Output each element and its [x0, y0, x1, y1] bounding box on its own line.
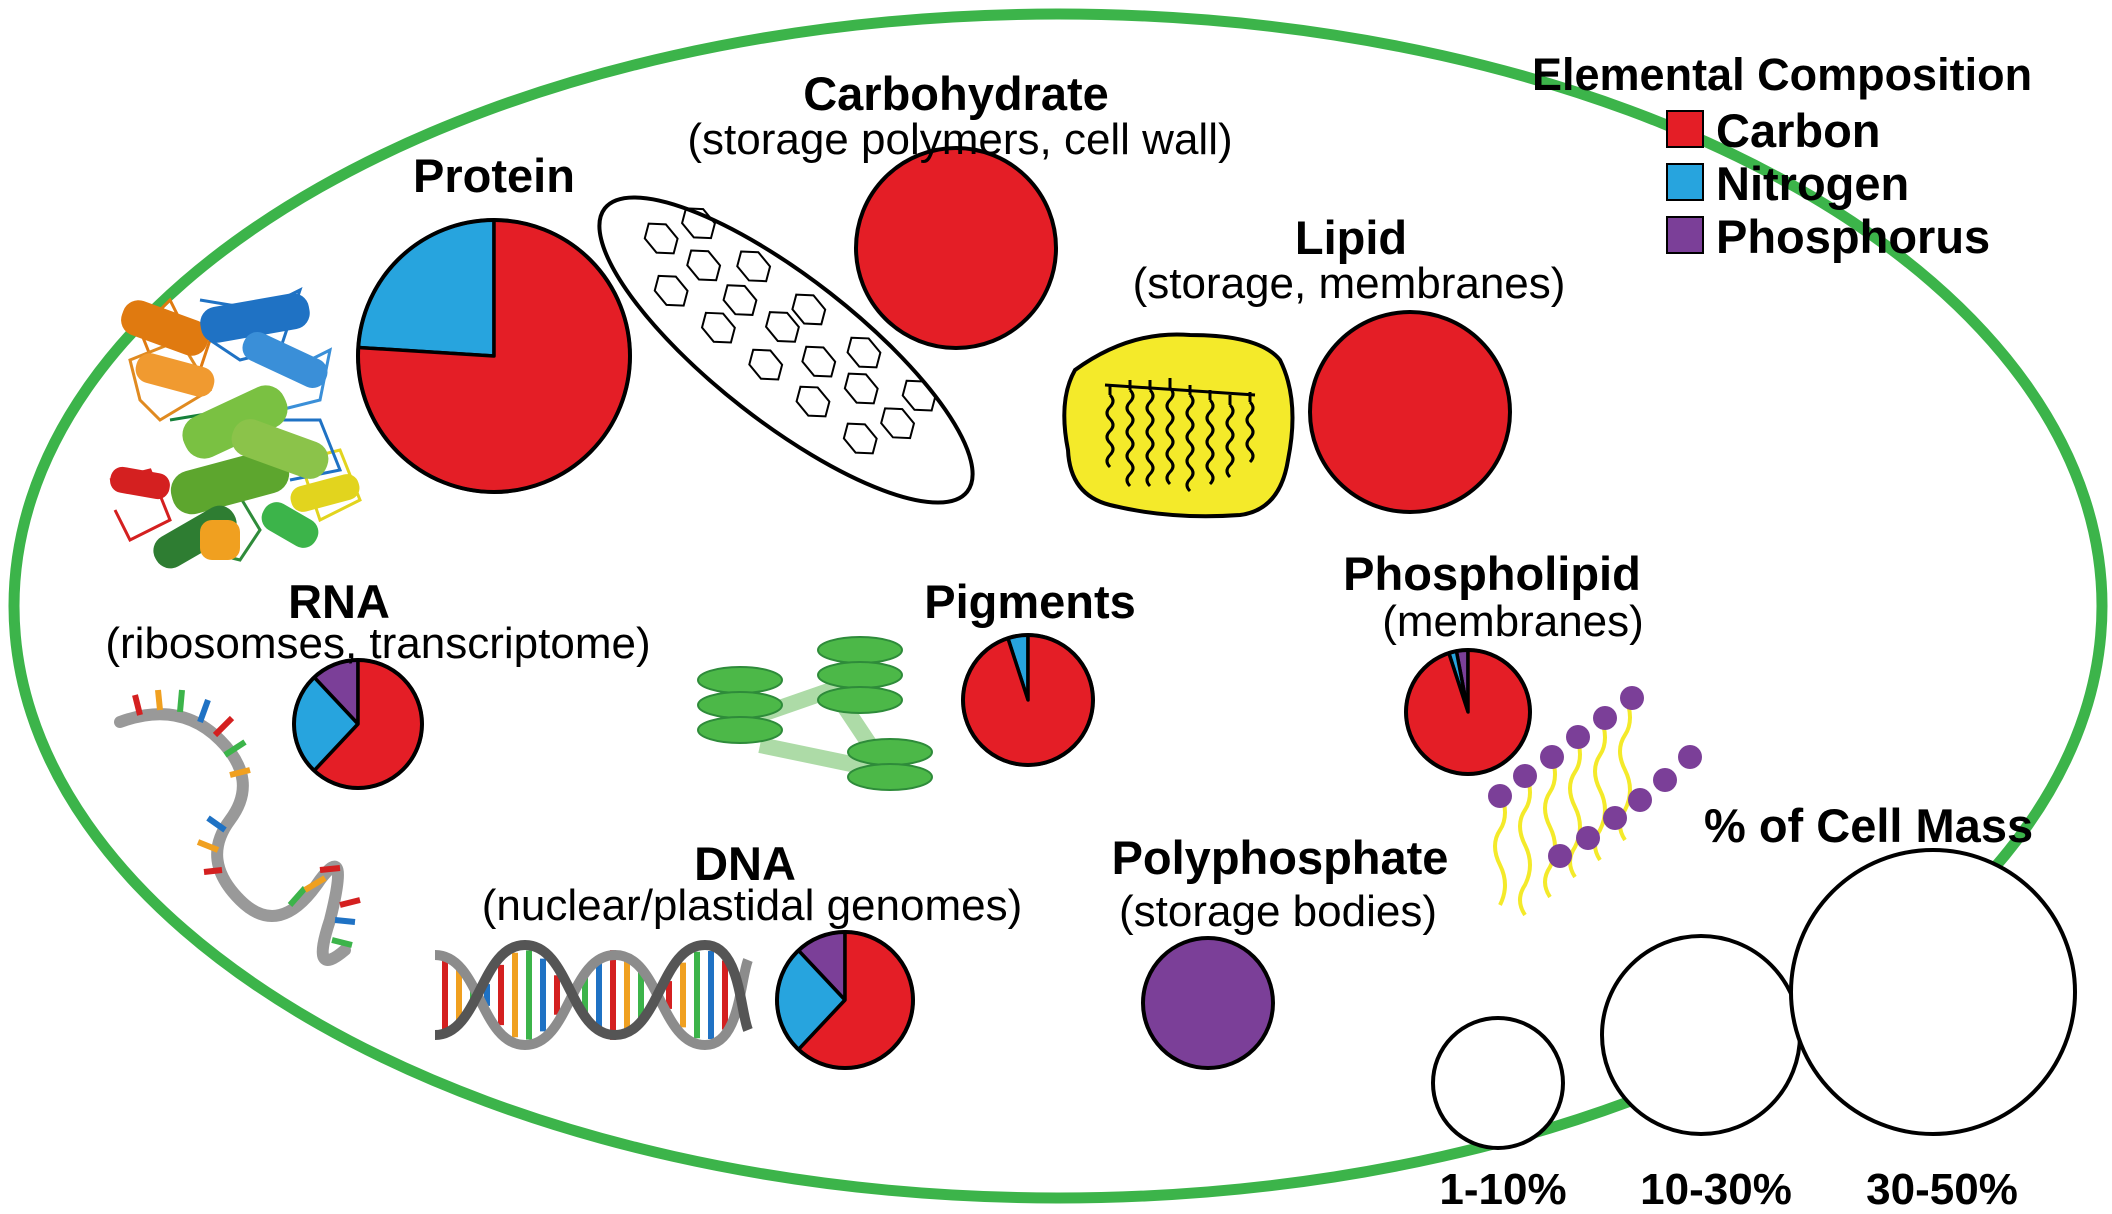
rna-subtitle: (ribosomses, transcriptome)	[105, 619, 651, 668]
dna-subtitle: (nuclear/plastidal genomes)	[481, 881, 1023, 930]
size-circle-10-30	[1600, 934, 1802, 1136]
dna-title: DNA	[694, 837, 796, 890]
phospholipid-title: Phospholipid	[1343, 547, 1641, 600]
size-circle-1-10	[1431, 1016, 1565, 1150]
size-label-30-50: 30-50%	[1866, 1165, 2018, 1214]
legend-swatch-carbon	[1666, 110, 1704, 148]
carbohydrate-title: Carbohydrate	[803, 67, 1109, 120]
size-label-1-10: 1-10%	[1439, 1165, 1567, 1214]
polyphosphate-subtitle: (storage bodies)	[1119, 887, 1437, 936]
rna-strand-icon	[114, 689, 361, 966]
phospholipid-pie-outline	[1404, 648, 1532, 776]
legend-label-phosphorus: Phosphorus	[1716, 210, 1991, 263]
protein-pie-chart	[356, 218, 632, 494]
legend-label-carbon: Carbon	[1716, 104, 1881, 157]
carbohydrate-pie-chart	[854, 146, 1058, 350]
rna-title: RNA	[288, 575, 390, 628]
protein-structure-icon	[109, 287, 362, 569]
size-legend-title: % of Cell Mass	[1704, 799, 2034, 852]
pigments-pie-outline	[961, 633, 1095, 767]
thylakoid-icon	[697, 636, 933, 791]
pigments-title: Pigments	[924, 575, 1136, 628]
carbohydrate-subtitle: (storage polymers, cell wall)	[687, 115, 1233, 164]
legend-swatch-phosphorus	[1666, 216, 1704, 254]
size-circle-30-50	[1789, 848, 2077, 1136]
size-label-10-30: 10-30%	[1640, 1165, 1792, 1214]
lipid-title: Lipid	[1294, 211, 1408, 264]
cell-outline	[8, 8, 2108, 1204]
dna-helix-icon	[434, 939, 753, 1051]
rna-pie-chart	[292, 658, 424, 790]
pigments-pie-chart	[961, 633, 1095, 767]
protein-pie-outline	[356, 218, 632, 494]
polysaccharide-icon	[597, 195, 975, 505]
phospholipid-pie-chart	[1404, 648, 1532, 776]
dna-pie-outline	[775, 930, 915, 1070]
dna-pie-chart	[775, 930, 915, 1070]
polyphosphate-phosphorus-slice	[1141, 936, 1275, 1070]
lipid-subtitle: (storage, membranes)	[1132, 259, 1566, 308]
legend-title: Elemental Composition	[1532, 49, 2033, 100]
carbohydrate-carbon-slice	[854, 146, 1058, 350]
lipid-pie-chart	[1308, 310, 1512, 514]
legend-label-nitrogen: Nitrogen	[1716, 157, 1910, 210]
polyphosphate-title: Polyphosphate	[1111, 831, 1449, 884]
polyphosphate-pie-chart	[1141, 936, 1275, 1070]
protein-title: Protein	[413, 149, 575, 202]
lipid-carbon-slice	[1308, 310, 1512, 514]
lipid-droplet-icon	[1062, 332, 1295, 519]
legend-swatch-nitrogen	[1666, 163, 1704, 201]
lipid-bilayer-icon	[1488, 686, 1702, 917]
phospholipid-subtitle: (membranes)	[1382, 597, 1644, 646]
rna-pie-outline	[292, 658, 424, 790]
